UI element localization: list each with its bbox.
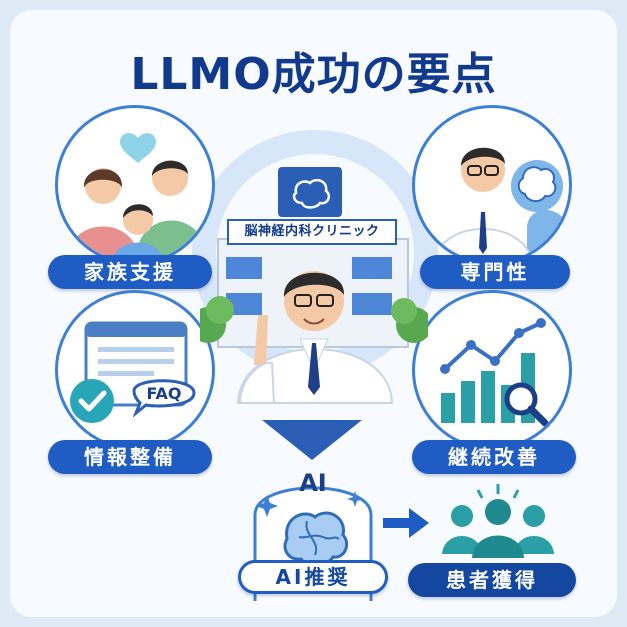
expertise-circle (412, 105, 572, 265)
expertise-label: 専門性 (420, 255, 570, 289)
faq-text: FAQ (146, 384, 181, 403)
brain-sign-icon (292, 179, 331, 209)
doctor-brain-icon (432, 147, 565, 262)
continuous-improvement-circle (412, 290, 572, 450)
sparkle-icon (256, 495, 278, 517)
sparkle-icon (347, 491, 363, 507)
ai-text: AI (299, 469, 327, 497)
family-icon (68, 133, 208, 262)
continuous-improvement-label: 継続改善 (412, 440, 576, 474)
clinic-illustration (200, 167, 428, 404)
family-support-label: 家族支援 (48, 255, 212, 289)
growth-chart-icon (440, 318, 549, 427)
clinic-name-sign: 脳神経内科クリニック (227, 219, 397, 245)
arrow-right-icon (383, 508, 429, 538)
patient-acquisition-label: 患者獲得 (408, 563, 576, 597)
ai-recommendation-label: AI推奨 (238, 560, 388, 594)
patients-group-icon (442, 484, 554, 558)
document-check-icon: FAQ (70, 321, 196, 423)
info-maintenance-circle: FAQ (55, 290, 215, 450)
page-title: LLMO成功の要点 (130, 49, 497, 100)
magnifier-icon (504, 382, 538, 416)
family-support-circle (55, 105, 215, 265)
arrow-down-icon (262, 420, 362, 460)
info-maintenance-label: 情報整備 (48, 440, 212, 474)
